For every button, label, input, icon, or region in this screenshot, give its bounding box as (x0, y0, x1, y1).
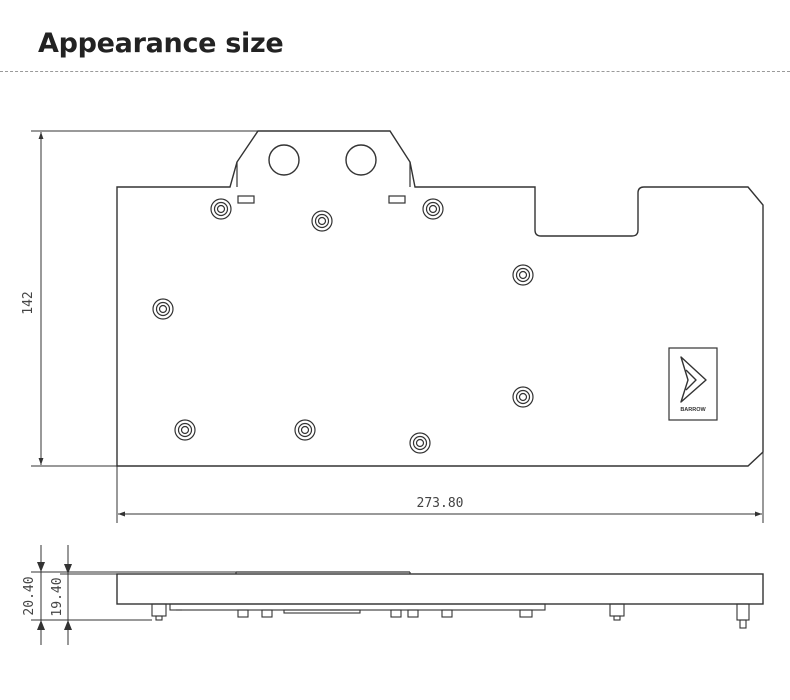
side-plate-height-dimension: 19.40 (50, 545, 117, 645)
outlet-port (345, 144, 377, 176)
clip-right (388, 195, 406, 204)
logo-text: BARROW (680, 407, 706, 413)
screw (294, 419, 316, 441)
screw (512, 386, 534, 408)
plate-outline (116, 130, 764, 467)
screw (422, 198, 444, 220)
screw (512, 264, 534, 286)
side-total-height-dimension: 20.40 (22, 545, 236, 645)
screw (210, 198, 232, 220)
screw (409, 432, 431, 454)
screw (152, 298, 174, 320)
height-dimension: 142 (21, 130, 258, 467)
height-label: 142 (21, 291, 36, 314)
width-dimension: 273.80 (116, 452, 764, 523)
logo-badge: BARROW (668, 347, 718, 421)
side-plate-height-label: 19.40 (50, 577, 65, 616)
side-view (116, 571, 764, 629)
page-title: Appearance size (38, 28, 284, 59)
screw (311, 210, 333, 232)
side-plate (116, 573, 764, 605)
side-total-height-label: 20.40 (22, 576, 37, 615)
screw (174, 419, 196, 441)
clip-left (237, 195, 255, 204)
top-view: BARROW (116, 130, 764, 467)
width-label: 273.80 (417, 496, 464, 511)
inlet-block-inner (236, 162, 411, 187)
inlet-port (268, 144, 300, 176)
barrow-logo-icon (680, 356, 707, 403)
title-divider (0, 71, 790, 72)
